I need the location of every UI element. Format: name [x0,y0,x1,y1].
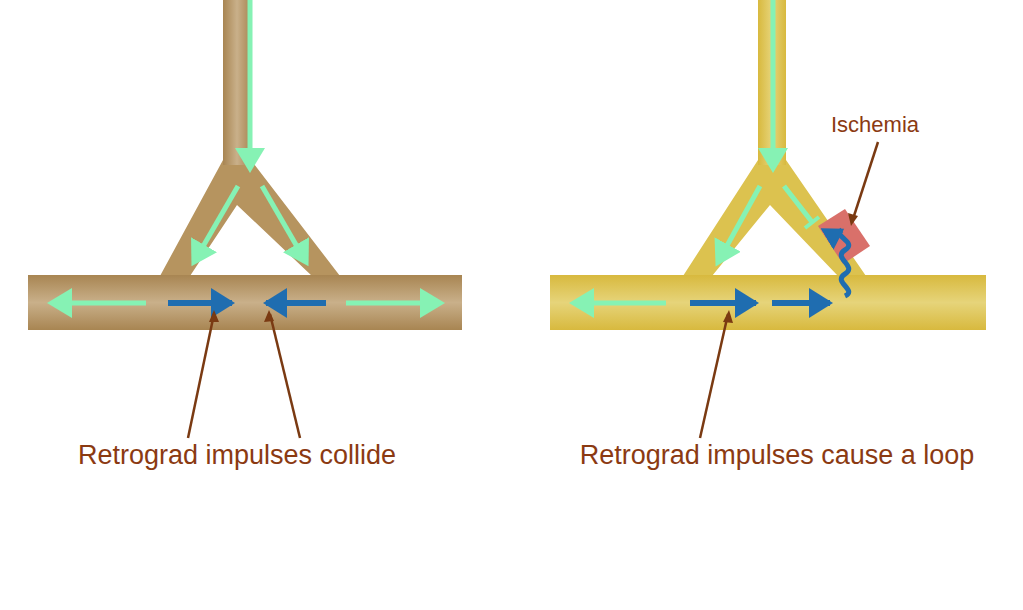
region-label: Ischemia [831,112,919,138]
caption-label: Retrograd impulses collide [78,440,396,471]
impulse-arrows [52,0,440,303]
caption-label: Retrograd impulses cause a loop [580,440,975,471]
leader-lines [188,142,878,438]
nerve-fiber-normal [28,0,462,330]
impulse-arrows-loop [574,0,849,303]
nerve-fiber-ischemic [550,0,986,330]
